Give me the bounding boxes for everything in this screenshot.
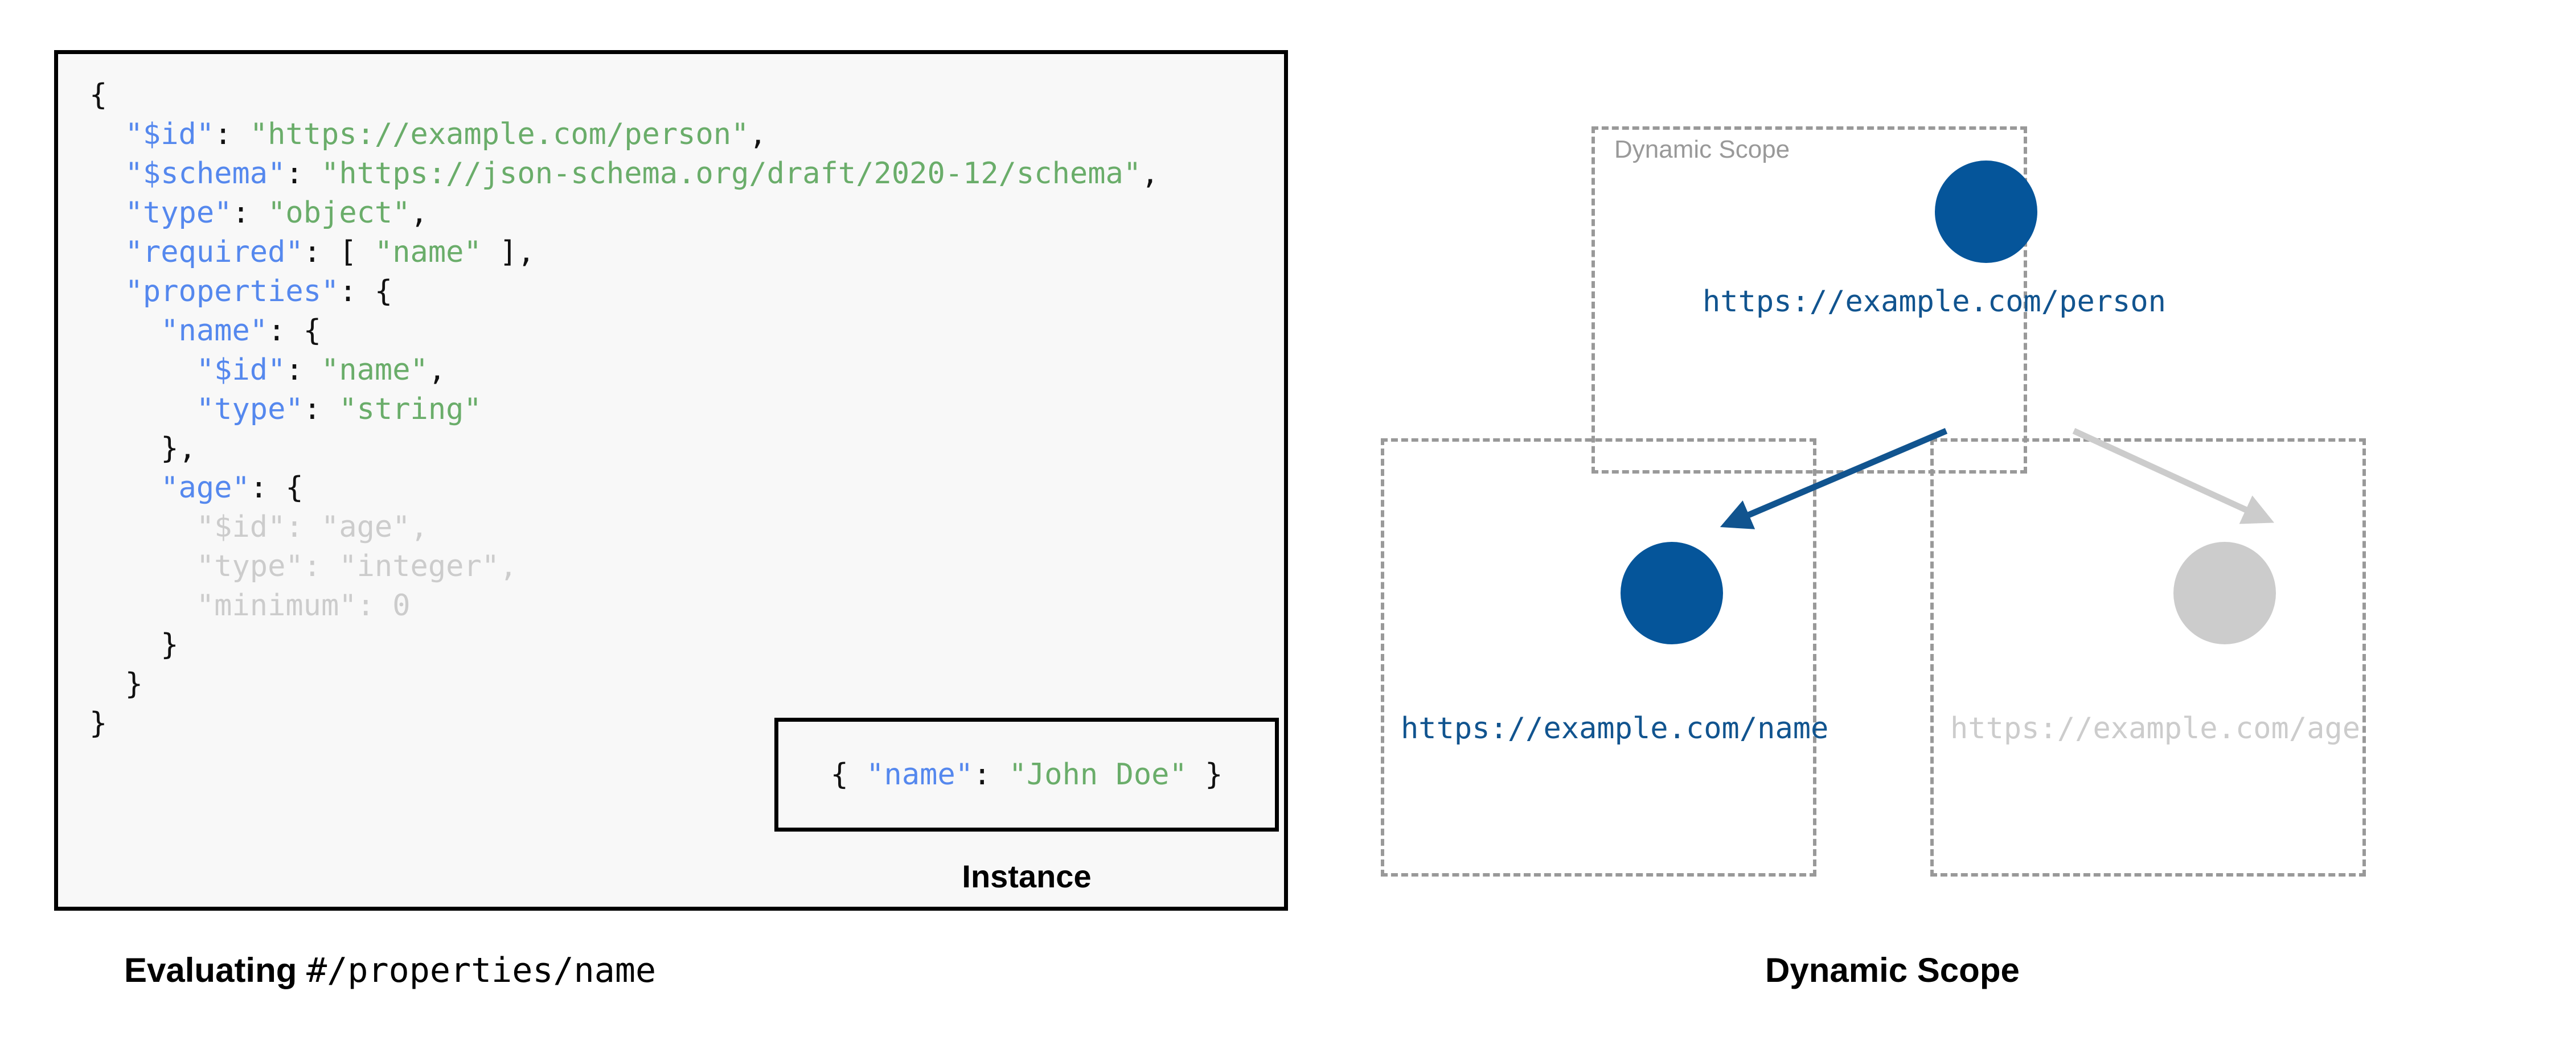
code-line: "$id": "https://example.com/person", — [89, 115, 1159, 154]
code-line: "$schema": "https://json-schema.org/draf… — [89, 154, 1159, 194]
instance-box: { "name": "John Doe" } — [774, 718, 1279, 832]
code-line: { — [89, 76, 1159, 115]
code-token: "type" — [196, 549, 303, 583]
code-token: "$id" — [196, 353, 286, 387]
code-token: , — [428, 353, 446, 387]
code-line: "age": { — [89, 468, 1159, 508]
code-token: "$id" — [125, 117, 215, 151]
code-token: "https://json-schema.org/draft/2020-12/s… — [321, 157, 1142, 191]
code-token: "name" — [161, 314, 268, 348]
code-token: , — [410, 196, 428, 230]
code-token: } — [1187, 758, 1223, 792]
code-line: "$id": "name", — [89, 351, 1159, 390]
code-token: , — [749, 117, 767, 151]
left-caption-bold: Evaluating — [124, 951, 307, 989]
node-circle-age — [2173, 542, 2276, 644]
node-label-age: https://example.com/age — [1950, 711, 2361, 746]
code-token: : — [973, 758, 1009, 792]
code-token: 0 — [392, 589, 411, 623]
code-token: : { — [339, 274, 393, 309]
code-line: "required": [ "name" ], — [89, 233, 1159, 272]
code-token: : — [285, 157, 322, 191]
code-token: "age" — [161, 471, 250, 505]
code-token: "required" — [125, 235, 303, 269]
code-line: } — [89, 626, 1159, 665]
code-token: "object" — [268, 196, 411, 230]
instance-json-code: { "name": "John Doe" } — [831, 758, 1223, 792]
code-token: , — [1141, 157, 1159, 191]
code-line: "minimum": 0 — [89, 586, 1159, 626]
code-line: "name": { — [89, 311, 1159, 351]
code-token: "type" — [125, 196, 232, 230]
scope-box-name — [1381, 438, 1816, 877]
right-figure-caption: Dynamic Scope — [1765, 951, 2020, 989]
code-line: } — [89, 665, 1159, 704]
code-token: : — [232, 196, 268, 230]
code-line: "type": "object", — [89, 194, 1159, 233]
code-token: ], — [481, 235, 535, 269]
code-token: : — [303, 392, 339, 426]
code-token: } — [161, 628, 179, 662]
code-token: } — [125, 667, 143, 701]
code-token: "type" — [196, 392, 303, 426]
dynamic-scope-diagram: Dynamic Scope https://example.com/person… — [1355, 91, 2528, 899]
code-token: "string" — [339, 392, 482, 426]
node-circle-person — [1935, 161, 2037, 263]
code-token: { — [830, 758, 867, 792]
code-token: "name" — [321, 353, 428, 387]
code-line: "type": "integer", — [89, 547, 1159, 586]
code-token: "https://example.com/person" — [249, 117, 749, 151]
code-token: "integer" — [339, 549, 500, 583]
scope-box-label: Dynamic Scope — [1614, 135, 1790, 163]
node-label-person: https://example.com/person — [1703, 285, 2166, 319]
code-token: , — [410, 510, 428, 544]
code-token: : — [303, 549, 339, 583]
code-token: : { — [268, 314, 321, 348]
left-caption-pointer: #/properties/name — [306, 951, 657, 990]
code-token: : { — [249, 471, 303, 505]
code-line: }, — [89, 429, 1159, 468]
left-figure-caption: Evaluating #/properties/name — [124, 951, 656, 990]
code-token: : — [285, 510, 322, 544]
code-token: "age" — [321, 510, 411, 544]
code-token: : — [285, 353, 322, 387]
code-token: { — [89, 78, 108, 112]
code-line: "$id": "age", — [89, 508, 1159, 547]
code-line: "type": "string" — [89, 390, 1159, 429]
scope-box-age — [1930, 438, 2366, 877]
code-token: "name" — [866, 758, 974, 792]
node-circle-name — [1621, 542, 1723, 644]
schema-json-code: { "$id": "https://example.com/person", "… — [89, 76, 1159, 743]
code-token: }, — [161, 431, 196, 466]
code-line: } — [89, 704, 1159, 743]
code-token: : — [356, 589, 393, 623]
code-token: "minimum" — [196, 589, 357, 623]
code-token: , — [499, 549, 518, 583]
code-token: "$id" — [196, 510, 286, 544]
node-label-name: https://example.com/name — [1401, 711, 1829, 746]
code-token: } — [89, 706, 108, 741]
schema-code-panel: { "$id": "https://example.com/person", "… — [54, 50, 1288, 911]
code-token: "John Doe" — [1008, 758, 1187, 792]
code-token: "$schema" — [125, 157, 286, 191]
code-token: : [ — [303, 235, 375, 269]
code-token: "properties" — [125, 274, 339, 309]
code-token: "name" — [374, 235, 482, 269]
code-line: "properties": { — [89, 272, 1159, 311]
instance-caption: Instance — [962, 858, 1092, 894]
code-token: : — [214, 117, 250, 151]
